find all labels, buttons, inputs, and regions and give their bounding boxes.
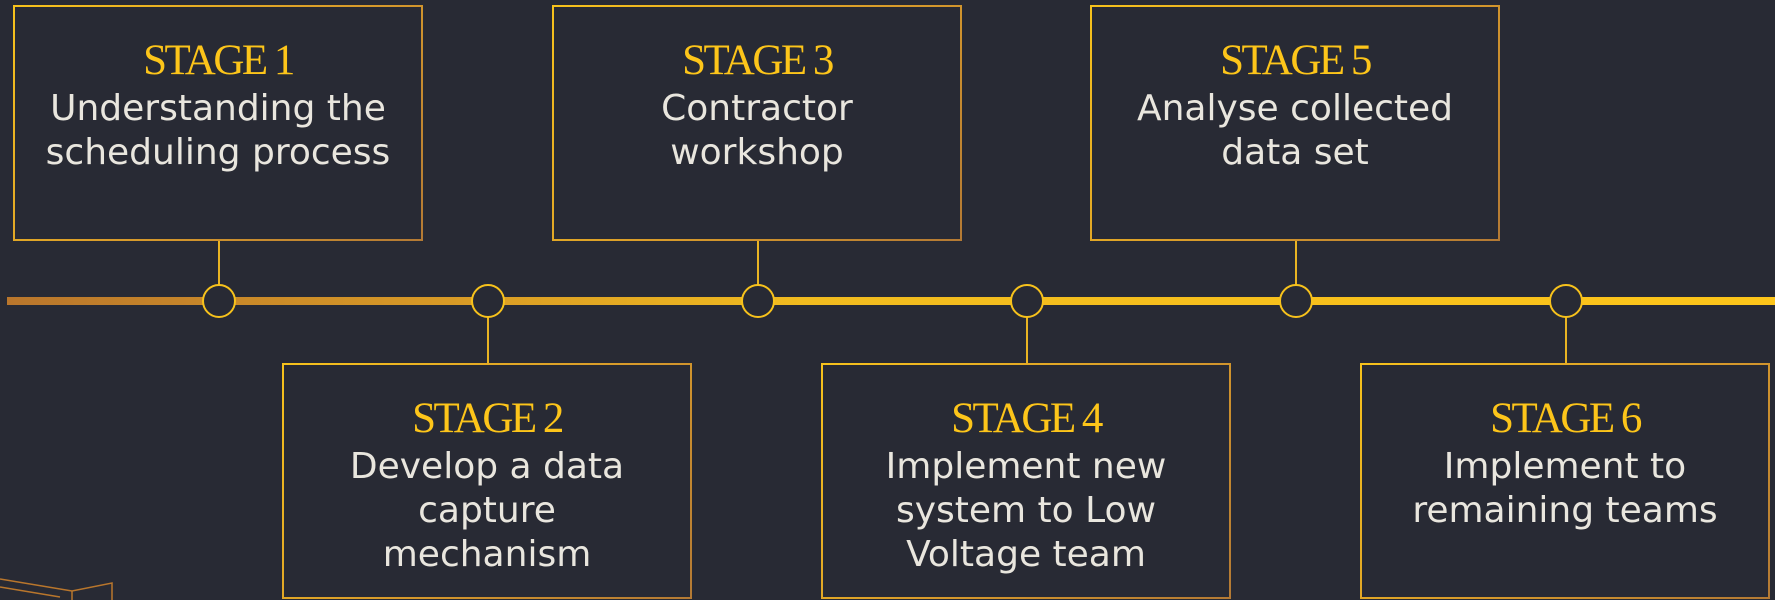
stage-box-6: STAGE 6 Implement to remaining teams [1360, 363, 1770, 599]
stage-box-5: STAGE 5 Analyse collected data set [1090, 5, 1500, 241]
stage-description-line: workshop [670, 132, 844, 173]
stage-description-line: Implement new [885, 446, 1167, 487]
timeline-node-6 [1549, 284, 1583, 318]
connector-stage-2 [487, 316, 489, 364]
stage-description-line: Understanding the [50, 88, 386, 129]
timeline-node-5 [1279, 284, 1313, 318]
connector-stage-3 [757, 240, 759, 286]
stage-box-3: STAGE 3 Contractor workshop [552, 5, 962, 241]
stage-description-line: scheduling process [45, 132, 391, 173]
stage-box-4: STAGE 4 Implement new system to Low Volt… [821, 363, 1231, 599]
timeline-node-1 [202, 284, 236, 318]
timeline-line [7, 297, 1775, 305]
stage-title: STAGE 5 [1220, 37, 1372, 84]
stage-box-2: STAGE 2 Develop a data capture mechanism [282, 363, 692, 599]
stage-box-1: STAGE 1 Understanding the scheduling pro… [13, 5, 423, 241]
connector-stage-1 [218, 240, 220, 286]
stage-description-line: Analyse collected [1136, 88, 1454, 129]
stage-title: STAGE 6 [1490, 395, 1642, 442]
stage-title: STAGE 1 [143, 37, 295, 84]
stage-title: STAGE 2 [412, 395, 564, 442]
connector-stage-5 [1295, 240, 1297, 286]
stage-description-line: Voltage team [906, 534, 1146, 575]
stage-title: STAGE 4 [951, 395, 1103, 442]
stage-description-line: data set [1221, 132, 1369, 173]
timeline-node-4 [1010, 284, 1044, 318]
decorative-outline-shape [0, 578, 113, 600]
stage-description-line: system to Low [895, 490, 1157, 531]
stage-description-line: remaining teams [1412, 490, 1718, 531]
timeline-node-2 [471, 284, 505, 318]
timeline-node-3 [741, 284, 775, 318]
stage-description-line: Implement to [1443, 446, 1687, 487]
stage-description-line: Develop a data [349, 446, 625, 487]
stage-description-line: capture [418, 490, 556, 531]
connector-stage-6 [1565, 316, 1567, 364]
stage-title: STAGE 3 [682, 37, 834, 84]
stage-description-line: mechanism [382, 534, 592, 575]
connector-stage-4 [1026, 316, 1028, 364]
stage-description-line: Contractor [661, 88, 853, 129]
